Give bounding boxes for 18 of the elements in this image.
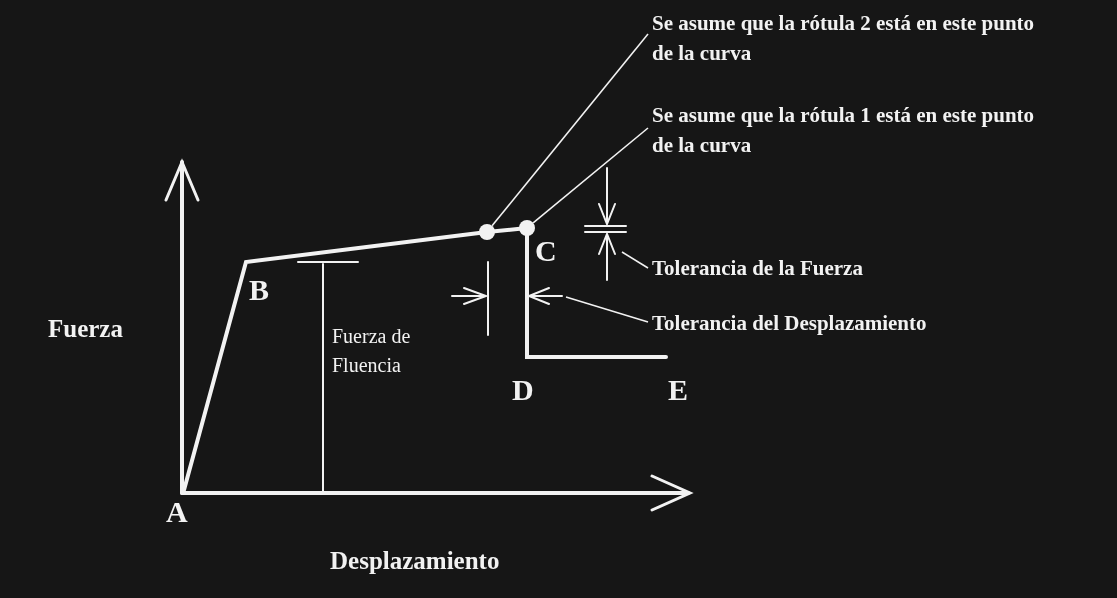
point-label: C — [535, 236, 557, 266]
annotation-text: Tolerancia del Desplazamiento — [652, 308, 1047, 339]
annotation-text: Se asume que la rótula 2 está en este punto de la curva — [652, 8, 1057, 69]
point-label: B — [249, 275, 269, 305]
hinge-point — [479, 224, 495, 240]
leader-line — [621, 251, 649, 269]
annotation-text: Fuerza de Fluencia — [332, 324, 412, 378]
axis-label: Desplazamiento — [330, 548, 500, 573]
annotation-text: Tolerancia de la Fuerza — [652, 253, 1027, 284]
point-label: E — [668, 375, 688, 405]
leader-line — [532, 127, 649, 224]
annotation-text: Se asume que la rótula 1 está en este punto de la curva — [652, 100, 1057, 161]
point-label: D — [512, 375, 534, 405]
leader-line — [491, 33, 649, 227]
hinge-point — [519, 220, 535, 236]
axis-label: Fuerza — [48, 316, 123, 341]
leader-line — [565, 296, 649, 323]
point-label: A — [166, 497, 188, 527]
